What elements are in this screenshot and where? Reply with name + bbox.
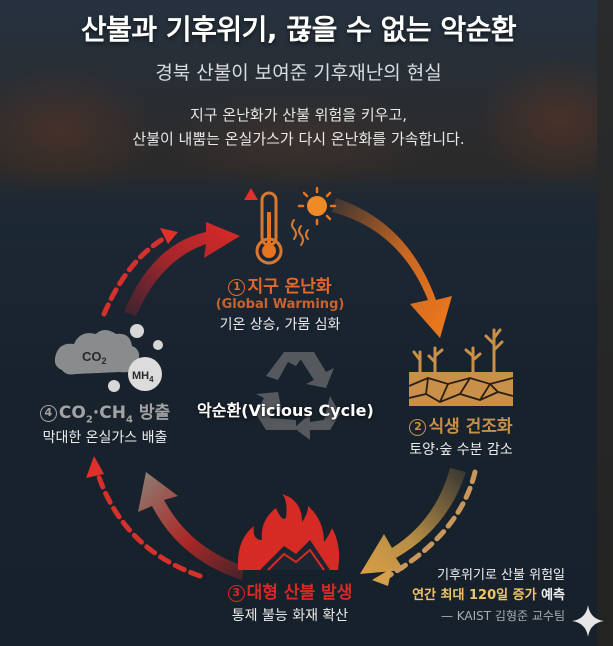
research-note: 기후위기로 산불 위험일 연간 최대 120일 증가 예측 — KAIST 김형… [412,566,565,626]
mh4-label: MH4 [132,370,154,384]
gas-cloud-icon: CO2 MH4 [54,324,163,392]
description: 지구 온난화가 산불 위험을 키우고, 산불이 내뿜는 온실가스가 다시 온난화… [0,103,597,151]
stage-3-number: 3 [227,585,245,602]
arrow-gas-to-warming [124,222,240,316]
center-label: 악순환(Vicious Cycle) [197,401,374,420]
stage-1-subtitle: 기온 상승, 가뭄 심화 [219,317,341,333]
stage-4-subtitle: 막대한 온실가스 배출 [42,430,168,447]
dashed-arrow-fire-to-gas [86,456,203,579]
stage-2-subtitle: 토양·숲 수분 감소 [409,442,513,458]
dashed-arrow-note [372,469,478,586]
dashed-arrow-gas-to-warming [101,228,178,317]
cracked-soil-dead-trees-icon [408,328,514,406]
description-line-1: 지구 온난화가 산불 위험을 키우고, [189,106,408,124]
right-edge-strip [597,0,613,646]
thermometer-sun-icon [244,186,337,265]
note-source: — KAIST 김형준 교수팀 [440,609,565,623]
stage-2-number: 2 [409,419,427,436]
co2-label: CO2 [82,349,107,366]
note-line-2: 연간 최대 120일 증가 예측 [412,588,565,603]
stage-1-number: 1 [228,279,246,296]
recycle-icon [256,352,340,440]
arrow-drying-to-fire [360,468,466,574]
arrow-fire-to-gas [138,472,244,580]
page-subtitle: 경북 산불이 보여준 기후재난의 현실 [155,62,442,84]
note-highlight: 연간 최대 120일 증가 [412,588,537,603]
stage-3-subtitle: 통제 불능 화재 확산 [231,608,349,624]
page-title: 산불과 기후위기, 끊을 수 없는 악순환 [80,13,517,46]
wildfire-icon [237,494,340,571]
stage-1-english: (Global Warming) [215,297,345,312]
description-line-2: 산불이 내뿜는 온실가스가 다시 온난화를 가속합니다. [132,130,465,148]
stage-4-number: 4 [39,405,57,422]
note-line-1: 기후위기로 산불 위험일 [437,568,565,583]
sparkle-icon [572,605,604,637]
arrow-warming-to-drying [332,198,452,338]
